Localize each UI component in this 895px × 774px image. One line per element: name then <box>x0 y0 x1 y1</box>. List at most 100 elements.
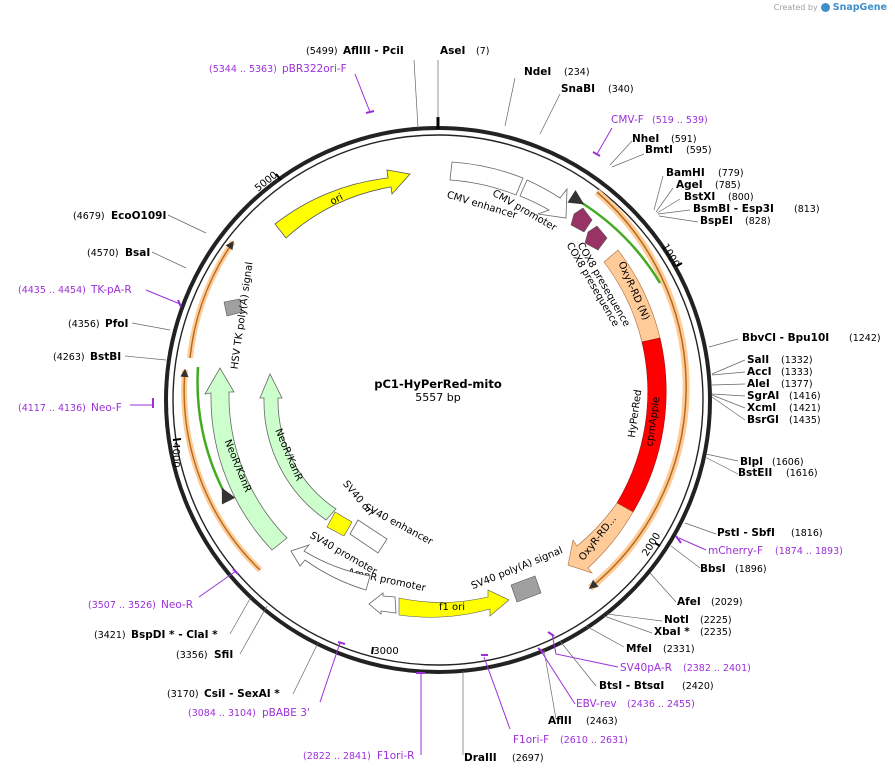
feature-sv40-polya <box>510 575 542 603</box>
enzyme-afliii-name: AflIII - PciI <box>343 45 404 57</box>
enzyme-bbvci-name: BbvCI - Bpu10I <box>742 332 829 344</box>
primer-sv40pa-r: SV40pA-R(2382 .. 2401) <box>620 662 751 674</box>
primer-tick-neo-r <box>232 568 239 575</box>
primer-pbr322ori-f-range: (5344 .. 5363) <box>209 64 277 75</box>
enzyme-afliii: (5499) AflIII - PciI <box>306 45 404 57</box>
enzyme-bmti-name: BmtI <box>645 144 673 156</box>
enzyme-xcmi-pos: (1421) <box>789 403 821 414</box>
primer-tick-cmv-f <box>592 151 601 157</box>
feature-cmv-promoter <box>519 179 568 219</box>
enzyme-blpi: BlpI (1606) <box>740 456 804 468</box>
enzyme-bstxi-pos: (800) <box>728 192 754 203</box>
line-afei <box>649 572 677 603</box>
enzyme-bbsi-pos: (1896) <box>735 564 767 575</box>
enzyme-bsmbi: BsmBI - Esp3I(813) <box>693 203 820 215</box>
enzyme-bbsi: BbsI (1896) <box>700 563 767 575</box>
primer-cmv-f-name: CMV-F <box>611 114 644 126</box>
enzyme-csii-name: CsiI - SexAI * <box>204 688 280 700</box>
line-sali <box>711 359 746 375</box>
enzyme-bsai-name: BsaI <box>125 247 150 259</box>
primer-pbabe3-range: (3084 .. 3104) <box>188 708 256 719</box>
enzyme-pfoi: (4356)PfoI <box>68 318 128 330</box>
line-bstbi <box>124 355 167 361</box>
enzyme-bsmbi-name: BsmBI - Esp3I <box>693 203 774 215</box>
feature-sv40-promoter <box>290 544 371 591</box>
enzyme-csii-pos: (3170) <box>167 689 199 700</box>
enzyme-xbai: XbaI *(2235) <box>654 626 732 638</box>
enzyme-sali-pos: (1332) <box>781 355 813 366</box>
enzyme-bbsi-name: BbsI <box>700 563 726 575</box>
primer-pbabe3: (3084 .. 3104)pBABE 3' <box>188 707 310 719</box>
enzyme-bsai: (4570) BsaI <box>87 247 150 259</box>
feature-oxyr-rd-c <box>567 502 634 574</box>
enzyme-sfii-pos: (3356) <box>176 650 208 661</box>
enzyme-ndei: NdeI(234) <box>524 66 590 78</box>
enzyme-noti-name: NotI <box>664 614 689 626</box>
tick-5000 <box>275 173 282 181</box>
enzyme-asei-pos: (7) <box>476 46 489 57</box>
feature-label-sv40-ori: SV40 ori <box>340 479 375 518</box>
line-noti <box>606 613 663 622</box>
line-acci <box>711 371 746 376</box>
line-bbvci <box>708 338 739 348</box>
primer-line-f1ori-f <box>483 656 511 730</box>
snapgene-credit: Created by SnapGene <box>774 2 887 13</box>
primer-cmv-f: CMV-F(519 .. 539) <box>611 114 708 126</box>
enzyme-afliii-pos: (5499) <box>306 46 338 57</box>
line-xbai <box>603 615 653 634</box>
enzyme-afei: AfeI(2029) <box>677 596 743 608</box>
enzyme-bstbi: (4263)BstBI <box>53 351 121 363</box>
enzyme-psti-name: PstI - SbfI <box>717 527 775 539</box>
enzyme-bspdi-pos: (3421) <box>94 630 126 641</box>
line-bstxi <box>656 198 681 214</box>
primer-f1ori-r: (2822 .. 2841) F1ori-R <box>303 750 414 762</box>
primer-arc-left-orange-top <box>187 240 236 359</box>
primer-arc-left-green <box>196 366 236 505</box>
feature-cox8-b <box>584 225 608 251</box>
enzyme-bsteii-name: BstEII <box>738 467 772 479</box>
enzyme-bspei: BspEI(828) <box>700 215 771 227</box>
tick-4000 <box>172 438 182 441</box>
credit-prefix: Created by <box>773 3 818 12</box>
line-bamhi-group <box>653 175 664 211</box>
enzyme-asei: AseI(7) <box>440 45 489 57</box>
snapgene-logo-icon <box>820 3 830 12</box>
enzyme-bsai-pos: (4570) <box>87 248 119 259</box>
feature-sv40-ori <box>326 511 353 537</box>
enzyme-ecoo109i-name: EcoO109I <box>111 210 166 222</box>
enzyme-bstbi-pos: (4263) <box>53 352 85 363</box>
enzyme-bspei-pos: (828) <box>745 216 771 227</box>
enzyme-bmti: BmtI(595) <box>645 144 712 156</box>
primer-tick-pbr322ori-f <box>365 110 375 114</box>
enzyme-csii: (3170) CsiI - SexAI * <box>167 688 280 700</box>
primer-neo-f: (4117 .. 4136)Neo-F <box>18 402 122 414</box>
line-alei <box>711 383 746 386</box>
primer-pbr322ori-f: (5344 .. 5363) pBR322ori-F <box>209 63 347 75</box>
enzyme-btsi-pos: (2420) <box>682 681 714 692</box>
primer-mcherry-f-range: (1874 .. 1893) <box>775 546 843 557</box>
primer-mcherry-f: mCherry-F(1874 .. 1893) <box>708 545 843 557</box>
primer-tick-sv40pa-r <box>547 631 555 637</box>
enzyme-blpi-pos: (1606) <box>772 457 804 468</box>
feature-hsv-tk-box <box>223 298 243 317</box>
primer-f1ori-r-range: (2822 .. 2841) <box>303 751 371 762</box>
plasmid-name: pC1-HyPerRed-mito <box>374 377 502 391</box>
primer-neo-f-range: (4117 .. 4136) <box>18 403 86 414</box>
primer-line-tk-pa-r <box>145 289 181 305</box>
primer-line-sv40pa-r <box>551 633 619 668</box>
enzyme-sgrai: SgrAI(1416) <box>747 390 821 402</box>
primer-f1ori-r-name: F1ori-R <box>377 750 414 762</box>
feature-cox8-a <box>570 207 593 233</box>
enzyme-bsteii-pos: (1616) <box>786 468 818 479</box>
enzyme-blpi-name: BlpI <box>740 456 763 468</box>
primer-sv40pa-r-name: SV40pA-R <box>620 662 672 674</box>
feature-label-ori: ori <box>328 192 345 208</box>
primer-neo-r: (3507 .. 3526)Neo-R <box>88 599 193 611</box>
line-mfei <box>585 625 625 648</box>
enzyme-label-group: (5499)AflIII - PciI AseI(7) NdeI(234) Sn… <box>53 45 881 764</box>
line-bbsi <box>670 545 701 569</box>
enzyme-ecoo109i: (4679)EcoO109I <box>73 210 166 222</box>
primer-arc-group <box>180 189 690 591</box>
primer-line-cmv-f <box>596 127 613 155</box>
primer-pbr322ori-f-name: pBR322ori-F <box>282 63 347 75</box>
